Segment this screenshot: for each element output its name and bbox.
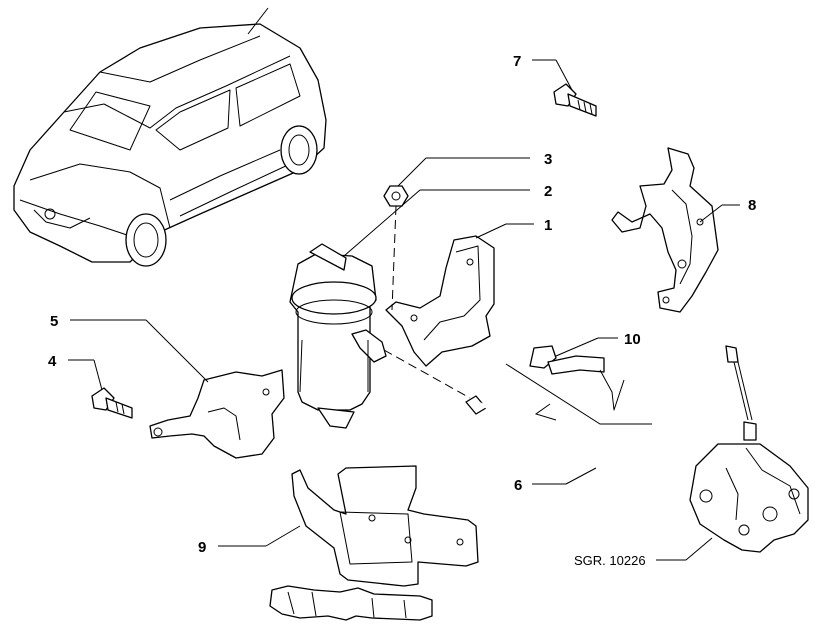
bracket-5-icon bbox=[149, 369, 285, 459]
fuel-pipe-6-icon bbox=[465, 345, 753, 471]
nut-3-icon bbox=[383, 185, 409, 207]
callout-4: 4 bbox=[48, 353, 57, 370]
bracket-8-icon bbox=[611, 147, 719, 313]
callout-2: 2 bbox=[544, 183, 552, 200]
fuel-filter-icon bbox=[289, 243, 387, 429]
pump-icon bbox=[689, 421, 809, 553]
callout-5: 5 bbox=[50, 313, 58, 330]
callout-10: 10 bbox=[624, 331, 641, 348]
bolt-4-icon bbox=[91, 387, 133, 419]
bracket-1-icon bbox=[385, 235, 495, 367]
bolt-7-icon bbox=[553, 83, 597, 117]
clip-10-icon bbox=[529, 345, 625, 411]
leader-lines bbox=[68, 59, 740, 561]
callout-7: 7 bbox=[513, 53, 521, 70]
callout-9: 9 bbox=[198, 539, 206, 556]
assembly-line-fitting bbox=[383, 349, 471, 399]
callout-3: 3 bbox=[544, 151, 552, 168]
reference-code: SGR. 10226 bbox=[574, 553, 646, 568]
callout-1: 1 bbox=[544, 217, 552, 234]
bracket-9-icon bbox=[269, 465, 479, 621]
callout-6: 6 bbox=[514, 477, 522, 494]
car-icon bbox=[13, 7, 327, 267]
callout-8: 8 bbox=[748, 197, 756, 214]
assembly-line-3 bbox=[391, 205, 397, 311]
